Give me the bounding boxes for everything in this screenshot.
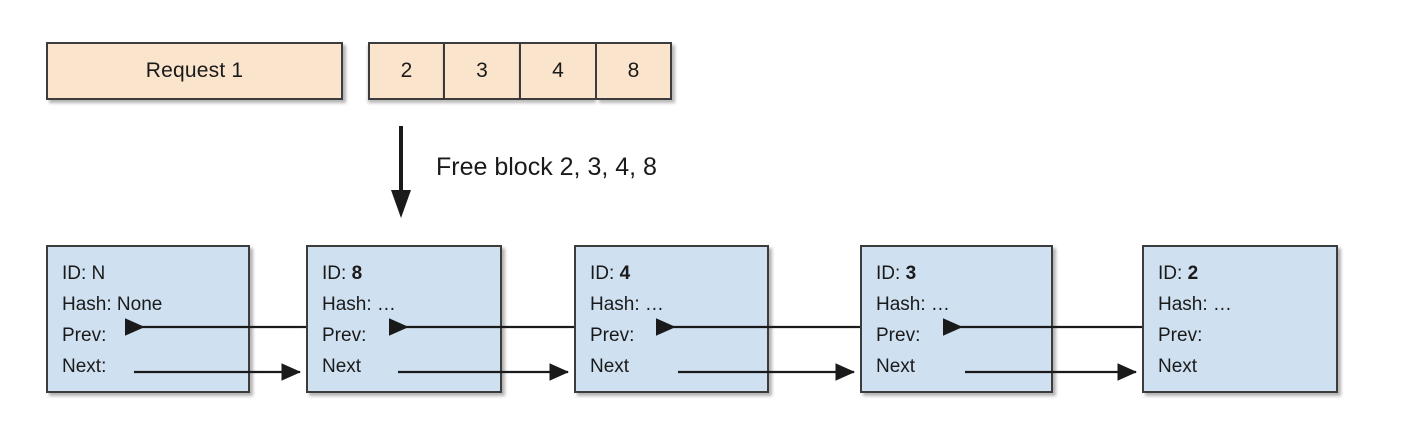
node-id-label: ID: [1158,263,1188,284]
node-id-value: 4 [619,263,631,284]
node-next-line: Next [322,356,362,377]
node-next-line: Next: [62,356,107,377]
node-hash-line: Hash: None [62,294,163,315]
request-label: Request 1 [145,59,244,82]
node-hash-line: Hash: … [590,294,664,315]
node-prev-line: Prev: [876,325,921,346]
node-id-line: ID: 4 [590,258,767,289]
node-id-line: ID: N [62,263,106,284]
node-next-line: Next [876,356,916,377]
free-block-caption: Free block 2, 3, 4, 8 [436,153,657,181]
node-id-label: ID: [322,263,352,284]
node-hash-line: Hash: … [1158,294,1232,315]
node-hash-line: Hash: … [876,294,950,315]
node-id-line: ID: 3 [876,258,1051,289]
node-prev-line: Prev: [590,325,635,346]
node-prev-line: Prev: [62,325,107,346]
block-cell-3: 4 [520,42,596,100]
node-prev-line: Prev: [322,325,367,346]
down-arrow-icon [388,126,414,218]
list-node-2: ID: 2 Hash: … Prev: Next [1142,245,1338,393]
node-hash-line: Hash: … [322,294,396,315]
node-id-value: 3 [905,263,917,284]
list-node-3: ID: 3 Hash: … Prev: Next [860,245,1053,393]
node-id-value: 8 [351,263,363,284]
list-node-8: ID: 8 Hash: … Prev: Next [306,245,502,393]
block-cell-4: 8 [596,42,672,100]
block-strip: 2 3 4 8 [368,42,672,100]
node-next-line: Next [590,356,630,377]
node-id-label: ID: [590,263,620,284]
node-id-value: 2 [1187,263,1199,284]
node-id-line: ID: 8 [322,258,500,289]
node-prev-line: Prev: [1158,325,1203,346]
node-next-line: Next [1158,356,1198,377]
request-box: Request 1 [46,42,343,100]
node-id-line: ID: 2 [1158,258,1336,289]
node-id-label: ID: [876,263,906,284]
block-cell-1: 2 [368,42,444,100]
list-node-n: ID: N Hash: None Prev: Next: [46,245,250,393]
block-cell-2: 3 [444,42,520,100]
list-node-4: ID: 4 Hash: … Prev: Next [574,245,769,393]
